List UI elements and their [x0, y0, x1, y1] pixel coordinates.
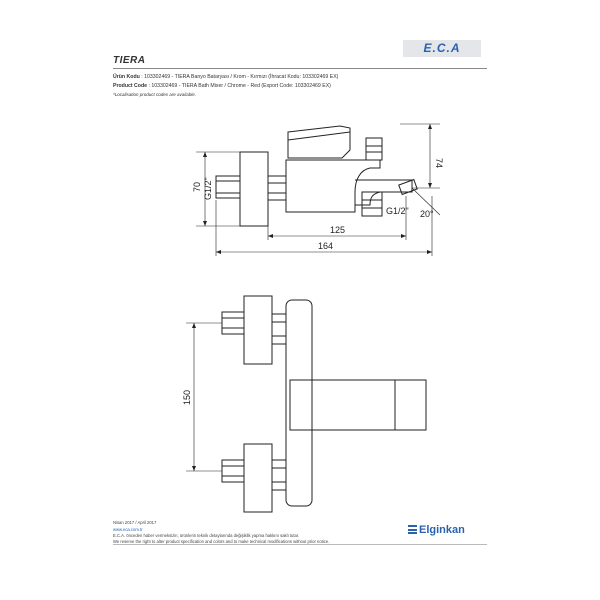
front-mixer-body: [285, 299, 313, 507]
side-lever-handle: [287, 125, 351, 159]
eca-logo-text: E.C.A: [423, 41, 461, 55]
dim-length-spout: 125: [330, 225, 345, 235]
dim-length-total: 164: [318, 241, 333, 251]
footer-website[interactable]: www.eca.com.tr: [113, 527, 143, 532]
product-code-tr-label: Ürün Kodu: [113, 74, 140, 80]
dim-center-distance: 150: [182, 390, 192, 405]
dim-height-top: 74: [434, 158, 444, 168]
dim-angle: 20°: [420, 209, 434, 219]
front-spout-block: [289, 379, 427, 431]
product-code-en: Product Code : 103302469 - TIERA Bath Mi…: [113, 83, 331, 89]
product-code-en-label: Product Code: [113, 83, 148, 89]
dim-thread-left: G1/2": [203, 177, 213, 200]
product-title: TIERA: [113, 55, 146, 66]
elginkan-mark-icon: [408, 525, 417, 534]
dim-height-side: 70: [192, 182, 202, 192]
side-wall-flange: [239, 151, 269, 227]
side-inlet-nut: [215, 175, 241, 199]
front-lower-flange: [243, 443, 273, 513]
footer-rule: [113, 544, 487, 545]
product-code-tr: Ürün Kodu : 103302469 - TIERA Banyo Bata…: [113, 74, 338, 80]
footer-note-tr: E.C.A. önceden haber vermeksizin, ürünle…: [113, 533, 300, 538]
elginkan-logo: Elginkan: [408, 524, 465, 536]
front-upper-flange: [243, 295, 273, 365]
header-rule: [113, 68, 487, 69]
dim-thread-right: G1/2": [386, 206, 409, 216]
product-code-en-value: : 103302469 - TIERA Bath Mixer / Chrome …: [148, 83, 331, 89]
footer-date: Nisan 2017 / April 2017: [113, 520, 157, 525]
product-code-tr-value: : 103302469 - TIERA Banyo Bataryası / Kr…: [141, 74, 339, 80]
elginkan-text: Elginkan: [419, 524, 465, 536]
footer-note-en: We reserve the right to alter product sp…: [113, 539, 330, 544]
localisation-note: *Localisation product codes are availabl…: [113, 92, 197, 97]
eca-logo: E.C.A: [403, 40, 481, 57]
side-mixer-body: [285, 159, 381, 213]
